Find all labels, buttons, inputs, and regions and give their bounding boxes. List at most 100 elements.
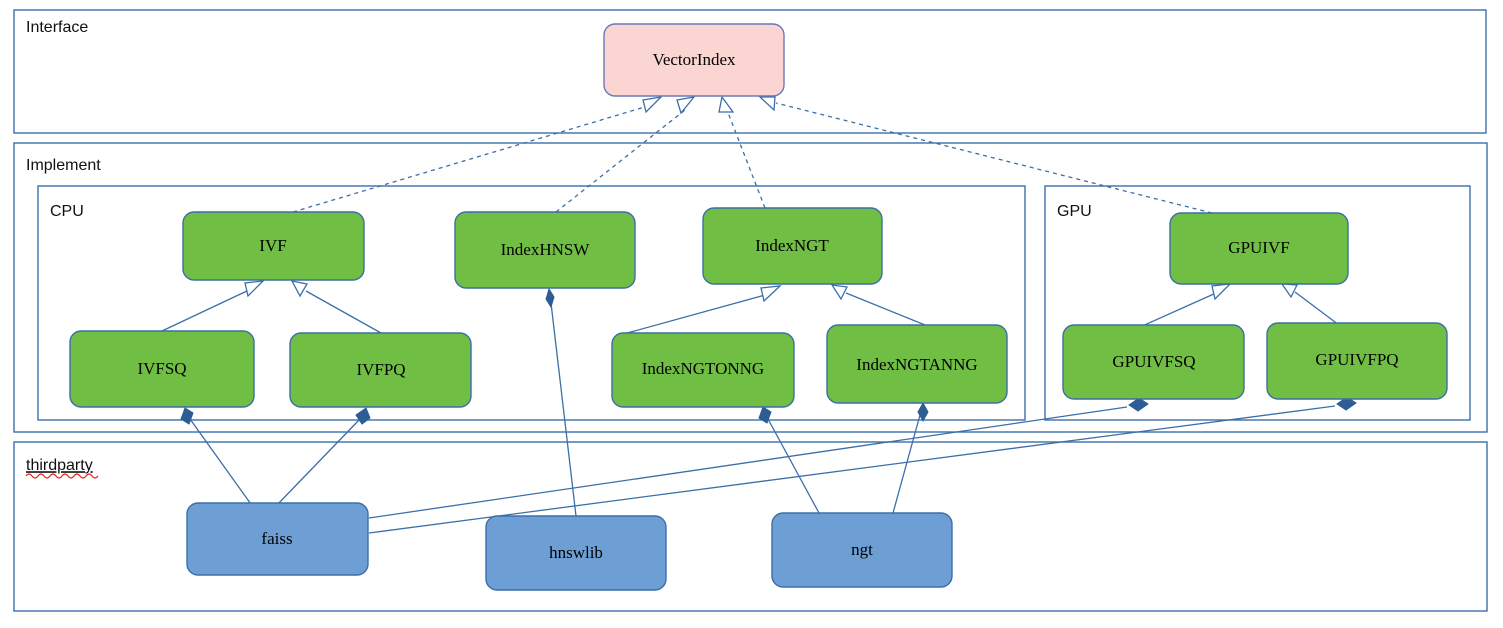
edge-indexngt-to-vectorindex (718, 95, 766, 209)
edge-line (292, 105, 649, 213)
hollow-triangle-arrowhead-icon (758, 96, 776, 112)
node-indexngtanng[interactable]: IndexNGTANNG (826, 324, 1008, 404)
node-label: GPUIVFPQ (1315, 350, 1398, 369)
edge-ivfsq-to-ivf (161, 280, 265, 332)
edge-line (892, 414, 921, 514)
hollow-triangle-arrowhead-icon (830, 284, 848, 301)
node-label: faiss (261, 529, 292, 548)
edge-line (767, 418, 820, 514)
edge-ivf-to-vectorindex (292, 96, 663, 213)
filled-diamond-icon (180, 407, 194, 425)
node-box[interactable] (485, 515, 667, 591)
edge-line (550, 302, 577, 517)
hollow-triangle-arrowhead-icon (244, 280, 265, 298)
node-ngt[interactable]: ngt (771, 512, 953, 588)
hollow-triangle-arrowhead-icon (642, 96, 663, 114)
node-box[interactable] (186, 502, 369, 576)
node-box[interactable] (611, 332, 795, 408)
node-label: IndexNGTONNG (642, 359, 764, 378)
filled-diamond-icon (355, 407, 371, 425)
edge-hnswlib-to-indexhnsw (545, 287, 577, 517)
edge-line (619, 294, 766, 336)
node-faiss[interactable]: faiss (186, 502, 369, 576)
node-label: IVF (259, 236, 286, 255)
edge-gpuivf-to-vectorindex (758, 96, 1213, 214)
filled-diamond-icon (917, 401, 929, 423)
node-gpuivfsq[interactable]: GPUIVFSQ (1062, 324, 1245, 400)
node-box[interactable] (289, 332, 472, 408)
edge-faiss-to-gpuivfpq (368, 396, 1357, 534)
node-box[interactable] (702, 207, 883, 285)
edge-line (368, 405, 1336, 534)
group-label-cpu: CPU (50, 203, 84, 220)
node-box[interactable] (454, 211, 636, 289)
node-gpuivf[interactable]: GPUIVF (1169, 212, 1349, 285)
filled-diamond-icon (545, 287, 555, 309)
node-label: GPUIVF (1228, 238, 1289, 257)
edge-line (368, 406, 1128, 519)
edge-faiss-to-ivfsq (180, 407, 254, 508)
node-ivfpq[interactable]: IVFPQ (289, 332, 472, 408)
node-box[interactable] (1062, 324, 1245, 400)
edge-ivfpq-to-ivf (290, 280, 382, 334)
node-box[interactable] (603, 23, 785, 97)
node-indexngtonng[interactable]: IndexNGTONNG (611, 332, 795, 408)
node-layer: VectorIndex IVF IndexHNSW IndexNGT IVFSQ (69, 23, 1448, 591)
group-label-interface: Interface (26, 19, 88, 36)
node-label: IVFSQ (137, 359, 186, 378)
spellcheck-underline-icon (25, 473, 99, 479)
filled-diamond-icon (1128, 397, 1149, 412)
node-label: IndexNGTANNG (856, 355, 977, 374)
hollow-triangle-arrowhead-icon (1211, 283, 1232, 301)
hollow-triangle-arrowhead-icon (760, 285, 782, 303)
node-label: ngt (851, 540, 873, 559)
node-label: IndexHNSW (501, 240, 591, 259)
node-label: IVFPQ (356, 360, 405, 379)
node-box[interactable] (1169, 212, 1349, 285)
node-label: VectorIndex (652, 50, 736, 69)
edge-faiss-to-ivfpq (275, 407, 371, 507)
node-hnswlib[interactable]: hnswlib (485, 515, 667, 591)
hollow-triangle-arrowhead-icon (290, 280, 309, 298)
node-label: hnswlib (549, 543, 603, 562)
filled-diamond-icon (1336, 396, 1357, 411)
node-box[interactable] (826, 324, 1008, 404)
edge-line (275, 418, 361, 507)
hollow-triangle-arrowhead-icon (676, 96, 696, 115)
edge-layer (161, 95, 1357, 534)
node-vectorindex[interactable]: VectorIndex (603, 23, 785, 97)
node-box[interactable] (1266, 322, 1448, 400)
edge-line (305, 290, 382, 334)
group-label-gpu: GPU (1057, 203, 1092, 220)
edge-gpuivfsq-to-gpuivf (1139, 283, 1232, 328)
node-box[interactable] (182, 211, 365, 281)
edge-line (845, 292, 931, 328)
node-box[interactable] (69, 330, 255, 408)
group-label-implement: Implement (26, 157, 101, 174)
filled-diamond-icon (758, 406, 772, 424)
node-indexngt[interactable]: IndexNGT (702, 207, 883, 285)
edge-line (555, 109, 686, 213)
node-ivfsq[interactable]: IVFSQ (69, 330, 255, 408)
node-gpuivfpq[interactable]: GPUIVFPQ (1266, 322, 1448, 400)
edge-ngt-to-indexngtonng (758, 406, 820, 514)
edge-line (189, 418, 254, 508)
group-label-thirdparty: thirdparty (26, 457, 93, 474)
node-label: IndexNGT (755, 236, 829, 255)
edge-line (775, 102, 1213, 214)
node-ivf[interactable]: IVF (182, 211, 365, 281)
edge-line (726, 109, 766, 209)
edge-indexngtanng-to-indexngt (830, 284, 931, 328)
node-box[interactable] (771, 512, 953, 588)
edge-faiss-to-gpuivfsq (368, 397, 1149, 519)
edge-indexhnsw-to-vectorindex (555, 96, 696, 213)
node-label: GPUIVFSQ (1112, 352, 1195, 371)
edge-line (1294, 291, 1340, 326)
edge-indexngtonng-to-indexngt (619, 285, 782, 336)
edge-line (161, 289, 250, 332)
hollow-triangle-arrowhead-icon (718, 95, 735, 113)
node-indexhnsw[interactable]: IndexHNSW (454, 211, 636, 289)
edge-ngt-to-indexngtanng (892, 401, 929, 514)
